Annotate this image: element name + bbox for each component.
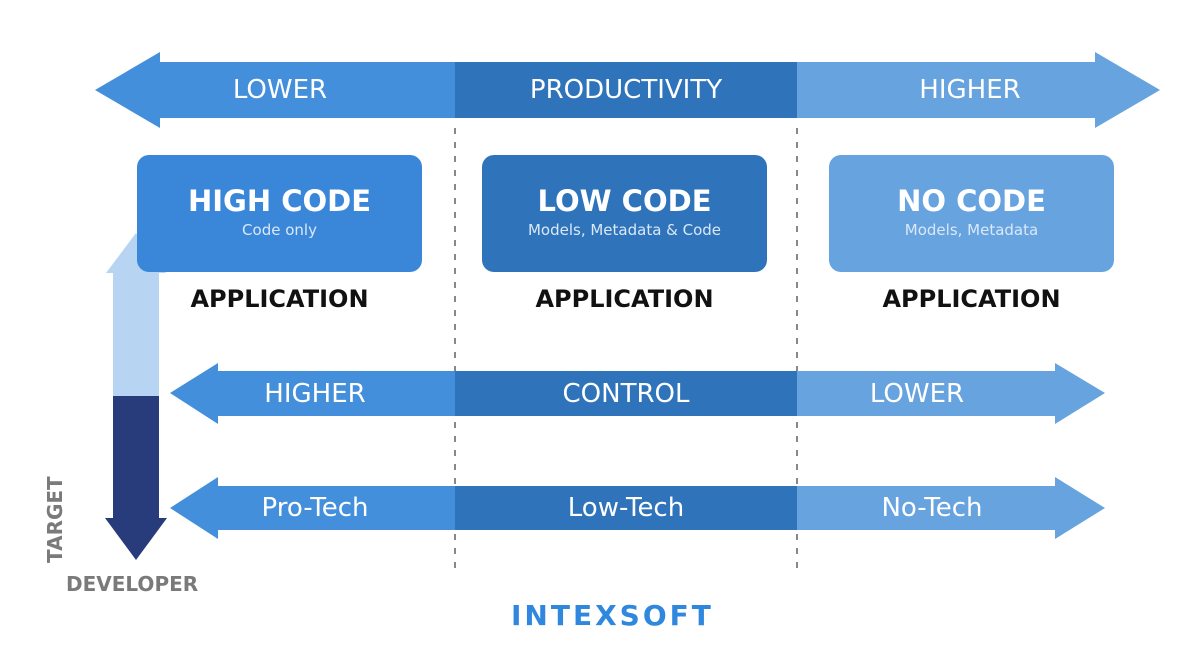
control-right-label: LOWER xyxy=(869,379,965,409)
productivity-right-label: HIGHER xyxy=(919,75,1021,105)
no-code-subtitle: Models, Metadata xyxy=(904,221,1039,239)
target-developer-arrow xyxy=(105,233,167,560)
high-code-title: HIGH CODE xyxy=(187,184,372,218)
no-code-title: NO CODE xyxy=(897,184,1046,218)
no-code-caption: APPLICATION xyxy=(882,285,1061,313)
productivity-left-label: LOWER xyxy=(232,75,328,105)
tech-left-label: Pro-Tech xyxy=(261,493,369,523)
control-left-label: HIGHER xyxy=(264,379,366,409)
high-code-caption: APPLICATION xyxy=(190,285,369,313)
control-arrow xyxy=(170,363,1105,424)
tech-right-label: No-Tech xyxy=(881,493,983,523)
target-axis-label: TARGET xyxy=(43,476,67,563)
low-code-title: LOW CODE xyxy=(537,184,712,218)
high-code-subtitle: Code only xyxy=(242,221,317,239)
no-code-box: NO CODE Models, Metadata xyxy=(829,155,1114,272)
low-code-box: LOW CODE Models, Metadata & Code xyxy=(482,155,767,272)
tech-arrow xyxy=(170,477,1105,539)
tech-center-label: Low-Tech xyxy=(567,493,685,523)
productivity-center-label: PRODUCTIVITY xyxy=(529,75,723,105)
intexsoft-logo: INTEXSOFT xyxy=(511,599,714,632)
high-code-box: HIGH CODE Code only xyxy=(137,155,422,272)
developer-axis-label: DEVELOPER xyxy=(66,572,199,596)
low-code-caption: APPLICATION xyxy=(535,285,714,313)
productivity-arrow xyxy=(95,52,1160,128)
low-code-subtitle: Models, Metadata & Code xyxy=(527,221,722,239)
control-center-label: CONTROL xyxy=(562,379,690,409)
